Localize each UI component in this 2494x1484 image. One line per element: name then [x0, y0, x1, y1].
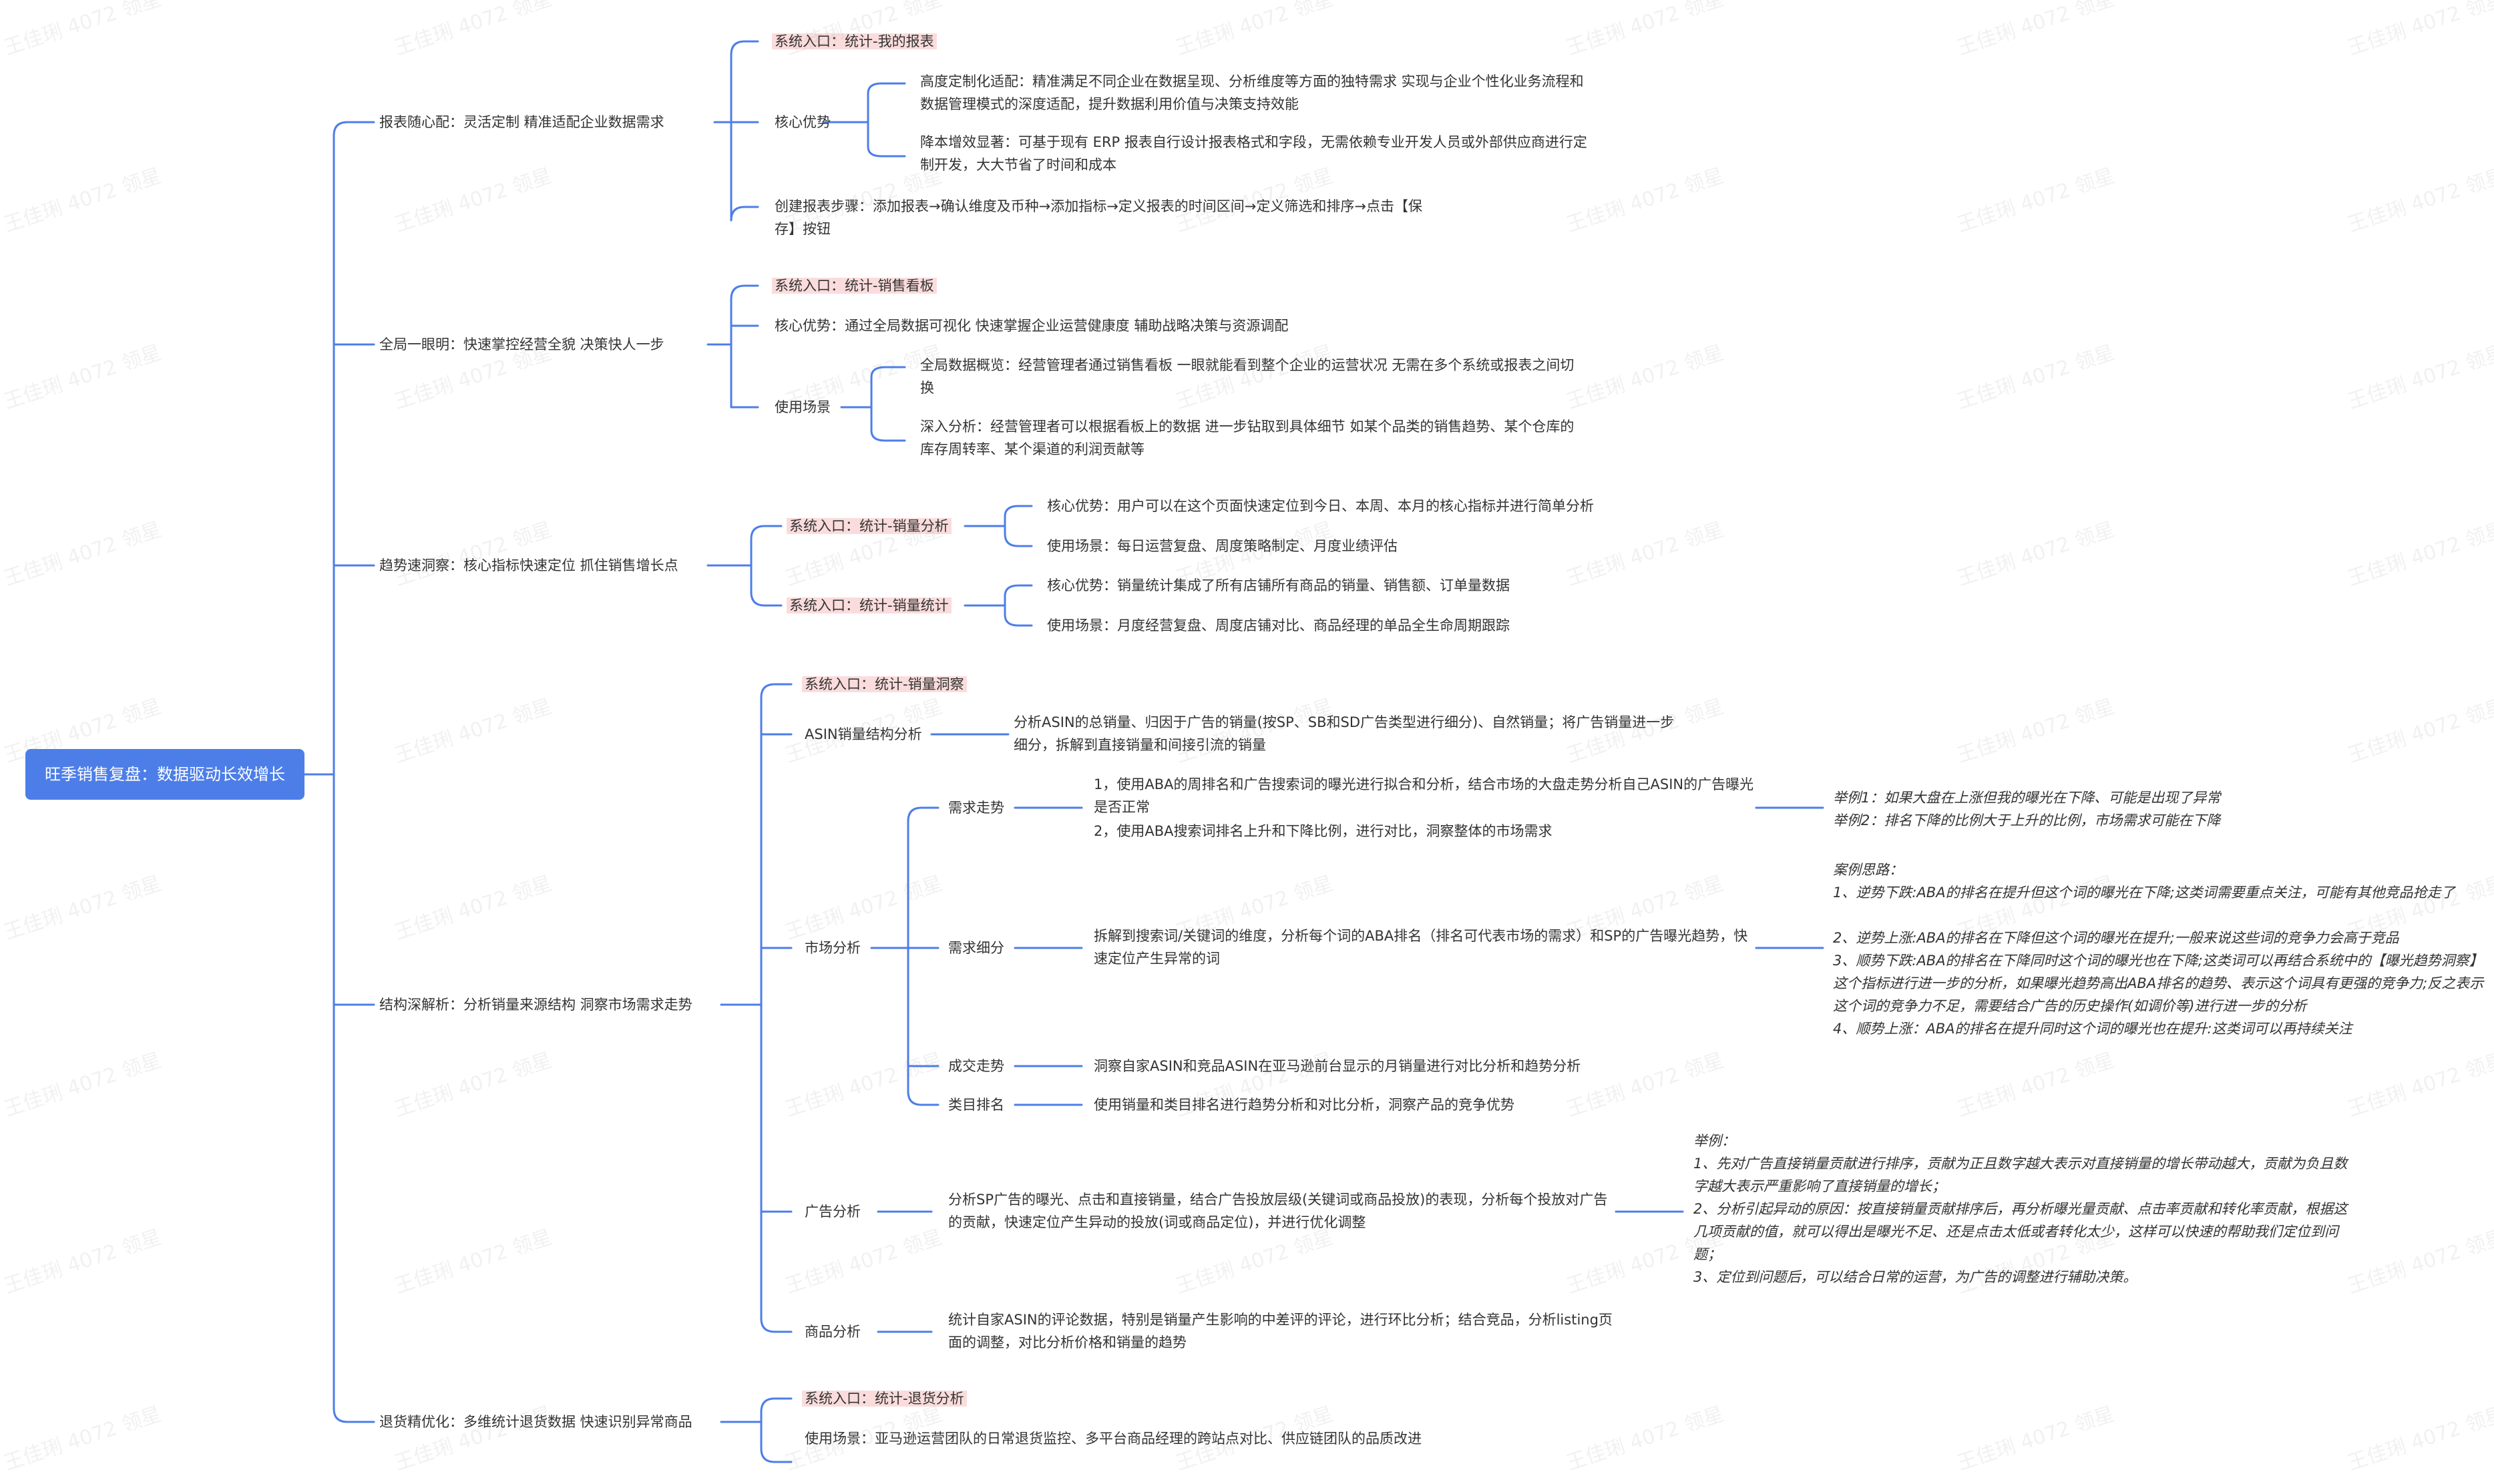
case-item-2: 2、逆势上涨:ABA的排名在下降但这个词的曝光在提升;一般来说这些词的竞争力会高…	[1833, 930, 2399, 946]
ad-example-3: 3、定位到问题后，可以结合日常的运营，为广告的调整进行辅助决策。	[1693, 1269, 2137, 1285]
system-entry-sales-analysis[interactable]: 系统入口：统计-销量分析	[787, 518, 952, 534]
branch-report-custom[interactable]: 报表随心配：灵活定制 精准适配企业数据需求	[379, 114, 664, 130]
case-item-1: 1、逆势下跌:ABA的排名在提升但这个词的曝光在下降;这类词需要重点关注，可能有…	[1833, 885, 2455, 901]
deal-trend[interactable]: 成交走势	[948, 1058, 1004, 1074]
b1-core-item-2: 降本增效显著：可基于现有 ERP 报表自行设计报表格式和字段，无需依赖专业开发人…	[920, 134, 1587, 173]
system-entry-sales-stats[interactable]: 系统入口：统计-销量统计	[787, 597, 952, 613]
asin-sales-structure[interactable]: ASIN销量结构分析	[805, 726, 922, 742]
demand-trend[interactable]: 需求走势	[948, 800, 1004, 816]
demand-detail[interactable]: 需求细分	[948, 940, 1004, 956]
branch-trend-insight[interactable]: 趋势速洞察：核心指标快速定位 抓住销售增长点	[379, 557, 678, 573]
ad-analysis-desc: 分析SP广告的曝光、点击和直接销量，结合广告投放层级(关键词或商品投放)的表现，…	[948, 1192, 1608, 1230]
b2-scene-item-1: 全局数据概览：经营管理者通过销售看板 一眼就能看到整个企业的运营状况 无需在多个…	[920, 357, 1575, 396]
system-entry-sales-board[interactable]: 系统入口：统计-销售看板	[772, 278, 937, 294]
goods-analysis[interactable]: 商品分析	[805, 1324, 861, 1340]
ad-example-1: 1、先对广告直接销量贡献进行排序，贡献为正且数字越大表示对直接销量的增长带动越大…	[1693, 1156, 2348, 1194]
market-analysis[interactable]: 市场分析	[805, 940, 861, 956]
ad-example-2: 2、分析引起异动的原因：按直接销量贡献排序后，再分析曝光量贡献、点击率贡献和转化…	[1693, 1201, 2348, 1262]
b3-e2-core: 核心优势：销量统计集成了所有店铺所有商品的销量、销售额、订单量数据	[1047, 577, 1510, 593]
asin-sales-structure-desc: 分析ASIN的总销量、归因于广告的销量(按SP、SB和SD广告类型进行细分)、自…	[1014, 714, 1675, 753]
b1-create-steps: 创建报表步骤：添加报表→确认维度及币种→添加指标→定义报表的时间区间→定义筛选和…	[775, 198, 1422, 237]
deal-trend-desc: 洞察自家ASIN和竞品ASIN在亚马逊前台显示的月销量进行对比分析和趋势分析	[1094, 1058, 1581, 1074]
b2-scene-item-2: 深入分析：经营管理者可以根据看板上的数据 进一步钻取到具体细节 如某个品类的销售…	[920, 419, 1575, 457]
system-entry-sales-insight[interactable]: 系统入口：统计-销量洞察	[802, 676, 967, 692]
case-item-3: 3、顺势下跌:ABA的排名在下降同时这个词的曝光也在下降;这类词可以再结合系统中…	[1833, 953, 2484, 1014]
b3-e2-scene: 使用场景：月度经营复盘、周度店铺对比、商品经理的单品全生命周期跟踪	[1047, 617, 1510, 634]
category-rank[interactable]: 类目排名	[948, 1097, 1004, 1113]
case-title: 案例思路：	[1833, 862, 1903, 878]
branch-global-view[interactable]: 全局一眼明：快速掌控经营全貌 决策快人一步	[379, 336, 664, 352]
ad-example-title: 举例：	[1693, 1133, 1735, 1149]
demand-trend-example-1: 举例1：如果大盘在上涨但我的曝光在下降、可能是出现了异常	[1833, 790, 2221, 806]
ad-analysis[interactable]: 广告分析	[805, 1204, 861, 1220]
system-entry-return-analysis[interactable]: 系统入口：统计-退货分析	[802, 1391, 967, 1407]
b2-use-scene[interactable]: 使用场景	[775, 399, 831, 415]
case-item-4: 4、顺势上涨：ABA的排名在提升同时这个词的曝光也在提升:这类词可以再持续关注	[1833, 1021, 2352, 1037]
branch-return-optimize[interactable]: 退货精优化：多维统计退货数据 快速识别异常商品	[379, 1414, 692, 1430]
branch-structure-analysis[interactable]: 结构深解析：分析销量来源结构 洞察市场需求走势	[379, 997, 692, 1013]
demand-trend-desc-2: 2，使用ABA搜索词排名上升和下降比例，进行对比，洞察整体的市场需求	[1094, 823, 1552, 839]
b3-e1-scene: 使用场景：每日运营复盘、周度策略制定、月度业绩评估	[1047, 538, 1398, 554]
goods-analysis-desc: 统计自家ASIN的评论数据，特别是销量产生影响的中差评的评论，进行环比分析；结合…	[948, 1312, 1613, 1350]
b2-core-advantage: 核心优势：通过全局数据可视化 快速掌握企业运营健康度 辅助战略决策与资源调配	[775, 318, 1289, 334]
demand-detail-desc: 拆解到搜索词/关键词的维度，分析每个词的ABA排名（排名可代表市场的需求）和SP…	[1094, 928, 1748, 967]
category-rank-desc: 使用销量和类目排名进行趋势分析和对比分析，洞察产品的竞争优势	[1094, 1097, 1514, 1113]
demand-trend-example-2: 举例2：排名下降的比例大于上升的比例，市场需求可能在下降	[1833, 812, 2221, 828]
b3-e1-core: 核心优势：用户可以在这个页面快速定位到今日、本周、本月的核心指标并进行简单分析	[1047, 498, 1594, 514]
root-node[interactable]: 旺季销售复盘：数据驱动长效增长	[25, 749, 304, 800]
b5-use-scene: 使用场景：亚马逊运营团队的日常退货监控、多平台商品经理的跨站点对比、供应链团队的…	[805, 1431, 1422, 1447]
demand-trend-desc-1: 1，使用ABA的周排名和广告搜索词的曝光进行拟合和分析，结合市场的大盘走势分析自…	[1094, 776, 1754, 815]
b1-core-advantage[interactable]: 核心优势	[775, 114, 831, 130]
b1-core-item-1: 高度定制化适配：精准满足不同企业在数据呈现、分析维度等方面的独特需求 实现与企业…	[920, 73, 1584, 112]
system-entry-my-report[interactable]: 系统入口：统计-我的报表	[772, 33, 937, 49]
